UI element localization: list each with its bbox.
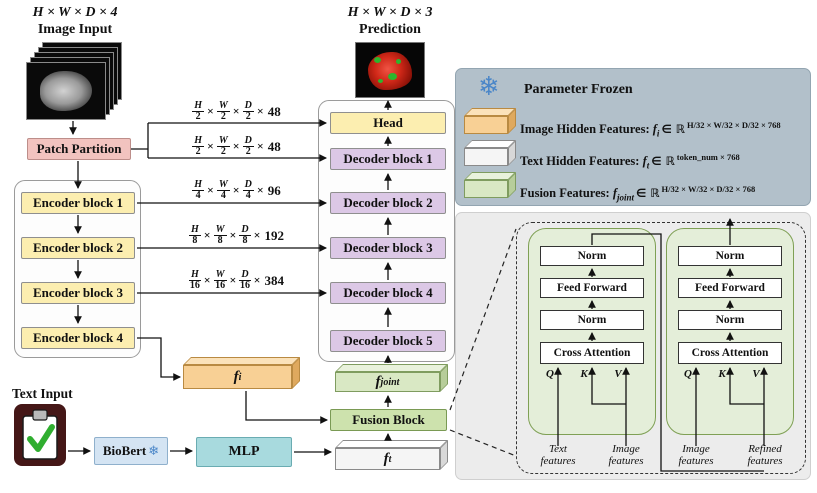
v-label: V bbox=[752, 368, 760, 380]
encoder-block-2: Encoder block 2 bbox=[21, 237, 135, 259]
legend-swatch-text-features bbox=[464, 140, 516, 166]
legend-var-sub: i bbox=[656, 128, 660, 139]
legend-exponent: token_num × 768 bbox=[676, 152, 740, 162]
mlp-block: MLP bbox=[196, 437, 292, 467]
norm-box: Norm bbox=[678, 310, 782, 330]
ft-box-top-face bbox=[335, 440, 448, 448]
image-input-title: Image Input bbox=[37, 22, 113, 37]
k-label: K bbox=[580, 368, 588, 380]
decoder-block-3: Decoder block 3 bbox=[330, 237, 446, 259]
cross-attention-box: Cross Attention bbox=[540, 342, 644, 364]
decoder-block-4: Decoder block 4 bbox=[330, 282, 446, 304]
clipboard-check-icon bbox=[14, 404, 66, 466]
encoder-block-4: Encoder block 4 bbox=[21, 327, 135, 349]
feed-forward-box: Feed Forward bbox=[678, 278, 782, 298]
input-dims-label: H × W × D × 4 bbox=[32, 5, 118, 20]
biobert-block: BioBert ❄ bbox=[94, 437, 168, 465]
v-label: V bbox=[614, 368, 622, 380]
q-label: Q bbox=[684, 368, 692, 380]
encoder-block-1: Encoder block 1 bbox=[21, 192, 135, 214]
decoder-container bbox=[318, 100, 455, 362]
legend-var: f bbox=[652, 122, 657, 137]
input-label-text-features: Text features bbox=[540, 443, 576, 467]
snowflake-icon: ❄ bbox=[478, 72, 500, 102]
patch-partition-block: Patch Partition bbox=[27, 138, 131, 160]
encoder-block-3: Encoder block 3 bbox=[21, 282, 135, 304]
prediction-title: Prediction bbox=[359, 22, 421, 37]
tumor-segmentation-green bbox=[388, 73, 397, 80]
image-input-stack bbox=[26, 42, 126, 122]
norm-box: Norm bbox=[540, 310, 644, 330]
tumor-segmentation-green bbox=[378, 79, 383, 83]
k-label: K bbox=[718, 368, 726, 380]
legend-var: f bbox=[612, 186, 617, 201]
legend-var-sub: t bbox=[646, 160, 650, 171]
parameter-frozen-label: Parameter Frozen bbox=[524, 82, 633, 97]
legend-swatch-fusion-features bbox=[464, 172, 516, 198]
input-label-refined-features: Refined features bbox=[747, 443, 783, 467]
legend-var-sub: joint bbox=[617, 192, 635, 203]
tumor-segmentation-green bbox=[374, 57, 381, 63]
legend-exponent: H/32 × W/32 × D/32 × 768 bbox=[661, 184, 756, 194]
fusion-block: Fusion Block bbox=[330, 409, 447, 431]
swatch-front-face bbox=[464, 148, 508, 166]
input-label-image-features: Image features bbox=[678, 443, 714, 467]
text-input-title: Text Input bbox=[12, 386, 73, 401]
legend-item-label: Text Hidden Features: bbox=[520, 154, 640, 169]
biobert-label: BioBert bbox=[102, 443, 147, 458]
legend-item-label: Image Hidden Features: bbox=[520, 122, 650, 137]
norm-box: Norm bbox=[540, 246, 644, 266]
tumor-segmentation-green bbox=[396, 59, 401, 64]
brain-image bbox=[40, 71, 92, 111]
feed-forward-box: Feed Forward bbox=[540, 278, 644, 298]
q-label: Q bbox=[546, 368, 554, 380]
legend-swatch-image-features bbox=[464, 108, 516, 134]
legend-exponent: H/32 × W/32 × D/32 × 768 bbox=[686, 120, 781, 130]
decoder-block-5: Decoder block 5 bbox=[330, 330, 446, 352]
head-block: Head bbox=[330, 112, 446, 134]
prediction-dims-label: H × W × D × 3 bbox=[347, 5, 433, 20]
prediction-image bbox=[355, 42, 425, 98]
legend-membership: ∈ ℝ bbox=[661, 122, 685, 137]
fi-box-top-face bbox=[183, 357, 300, 365]
cross-attention-box: Cross Attention bbox=[678, 342, 782, 364]
norm-box: Norm bbox=[678, 246, 782, 266]
snowflake-icon: ❄ bbox=[148, 443, 160, 459]
decoder-block-2: Decoder block 2 bbox=[330, 192, 446, 214]
input-label-image-features: Image features bbox=[608, 443, 644, 467]
decoder-block-1: Decoder block 1 bbox=[330, 148, 446, 170]
legend-membership: ∈ ℝ bbox=[636, 186, 660, 201]
swatch-front-face bbox=[464, 116, 508, 134]
brain-slice-front bbox=[26, 62, 106, 120]
legend-membership: ∈ ℝ bbox=[651, 154, 675, 169]
fjoint-box-top-face bbox=[335, 364, 448, 372]
legend-item-label: Fusion Features: bbox=[520, 186, 610, 201]
swatch-front-face bbox=[464, 180, 508, 198]
legend-var: f bbox=[642, 154, 647, 169]
